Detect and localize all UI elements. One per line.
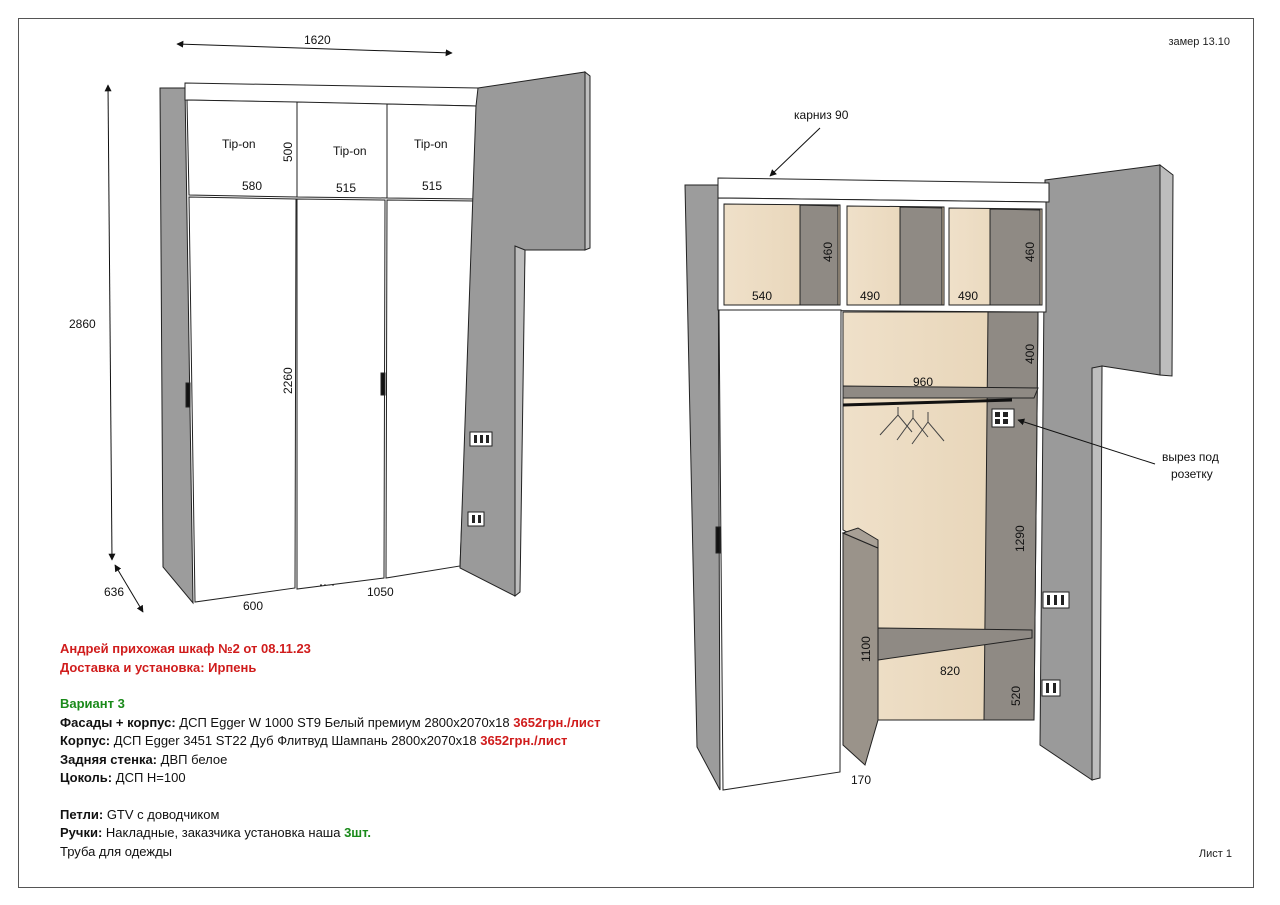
dim-lower-width: 820 bbox=[940, 664, 960, 678]
left-wardrobe-view bbox=[159, 70, 591, 605]
dim-lower-height: 520 bbox=[1009, 686, 1023, 706]
hanger-icon bbox=[879, 407, 945, 445]
dim-hang-height: 1290 bbox=[1013, 525, 1027, 552]
dim-mezz-width: 580 bbox=[242, 179, 262, 193]
dim-depth: 636 bbox=[104, 585, 124, 599]
socket-icon bbox=[1042, 591, 1070, 609]
dim-bench-depth: 170 bbox=[851, 773, 871, 787]
left-dimensions bbox=[104, 40, 453, 613]
dim-rail-width: 960 bbox=[913, 375, 933, 389]
socket-cut-label: розетку bbox=[1171, 467, 1213, 481]
socket-icon bbox=[1041, 679, 1061, 697]
drawing-frame bbox=[18, 18, 1254, 888]
dim-line-depth bbox=[114, 564, 144, 613]
door-handle-3 bbox=[715, 526, 721, 554]
dim-mezz-width: 515 bbox=[422, 179, 442, 193]
door-handle-2 bbox=[380, 372, 386, 396]
dim-top-width: 490 bbox=[860, 289, 880, 303]
right-view-left-panel bbox=[684, 184, 721, 791]
spec-block: Андрей прихожая шкаф №2 от 08.11.23 Дост… bbox=[60, 640, 660, 861]
dim-line-height bbox=[104, 84, 116, 561]
dim-height-total: 2860 bbox=[69, 317, 96, 331]
dim-bottom-width: 1050 bbox=[367, 585, 394, 599]
door-handle-1 bbox=[185, 382, 191, 408]
body-row: Корпус: ДСП Egger 3451 ST22 Дуб Флитвуд … bbox=[60, 733, 568, 748]
order-title: Андрей прихожая шкаф №2 от 08.11.23 bbox=[60, 641, 311, 656]
dim-mezz-width: 515 bbox=[336, 181, 356, 195]
plinth-row: Цоколь: ДСП Н=100 bbox=[60, 770, 186, 785]
delivery-line: Доставка и установка: Ирпень bbox=[60, 659, 257, 675]
socket-cutout-icon bbox=[991, 408, 1015, 428]
socket-icon bbox=[469, 431, 493, 447]
dim-width-top: 1620 bbox=[304, 33, 331, 47]
mezz-label: Tip-on bbox=[414, 137, 448, 151]
measure-note: замер 13.10 bbox=[1168, 36, 1230, 48]
sheet-number: Лист 1 bbox=[1198, 848, 1232, 860]
dim-top-width: 490 bbox=[958, 289, 978, 303]
main-door-2 bbox=[296, 198, 386, 590]
handles-row: Ручки: Накладные, заказчика установка на… bbox=[60, 825, 371, 840]
mezz-label: Tip-on bbox=[222, 137, 256, 151]
left-side-panel bbox=[159, 87, 194, 605]
cornice-leader bbox=[769, 127, 821, 177]
variant-label: Вариант 3 bbox=[60, 696, 125, 711]
back-panel-row: Задняя стенка: ДВП белое bbox=[60, 751, 228, 767]
dim-mezz-height: 500 bbox=[281, 142, 295, 162]
dim-top-height: 460 bbox=[1023, 242, 1037, 262]
dim-top-width: 540 bbox=[752, 289, 772, 303]
dim-top-height: 460 bbox=[821, 242, 835, 262]
dim-line-width bbox=[176, 40, 453, 57]
socket-cut-label: вырез под bbox=[1162, 450, 1219, 464]
open-door bbox=[718, 309, 842, 791]
pipe-row: Труба для одежды bbox=[60, 843, 172, 859]
mezz-label: Tip-on bbox=[333, 144, 367, 158]
right-wardrobe-view bbox=[684, 163, 1174, 791]
right-cornice bbox=[717, 177, 1050, 203]
dim-shelf-gap: 400 bbox=[1023, 344, 1037, 364]
dim-bottom-width: 600 bbox=[243, 599, 263, 613]
dim-door-height: 2260 bbox=[281, 367, 295, 394]
main-door-1 bbox=[188, 196, 297, 603]
cornice-label: карниз 90 bbox=[794, 108, 849, 122]
socket-icon bbox=[467, 511, 485, 527]
socket-leader bbox=[1017, 418, 1156, 465]
hinges-row: Петли: GTV с доводчиком bbox=[60, 806, 220, 822]
dim-bench-height: 1100 bbox=[859, 636, 873, 662]
facades-row: Фасады + корпус: ДСП Egger W 1000 ST9 Бе… bbox=[60, 714, 601, 730]
